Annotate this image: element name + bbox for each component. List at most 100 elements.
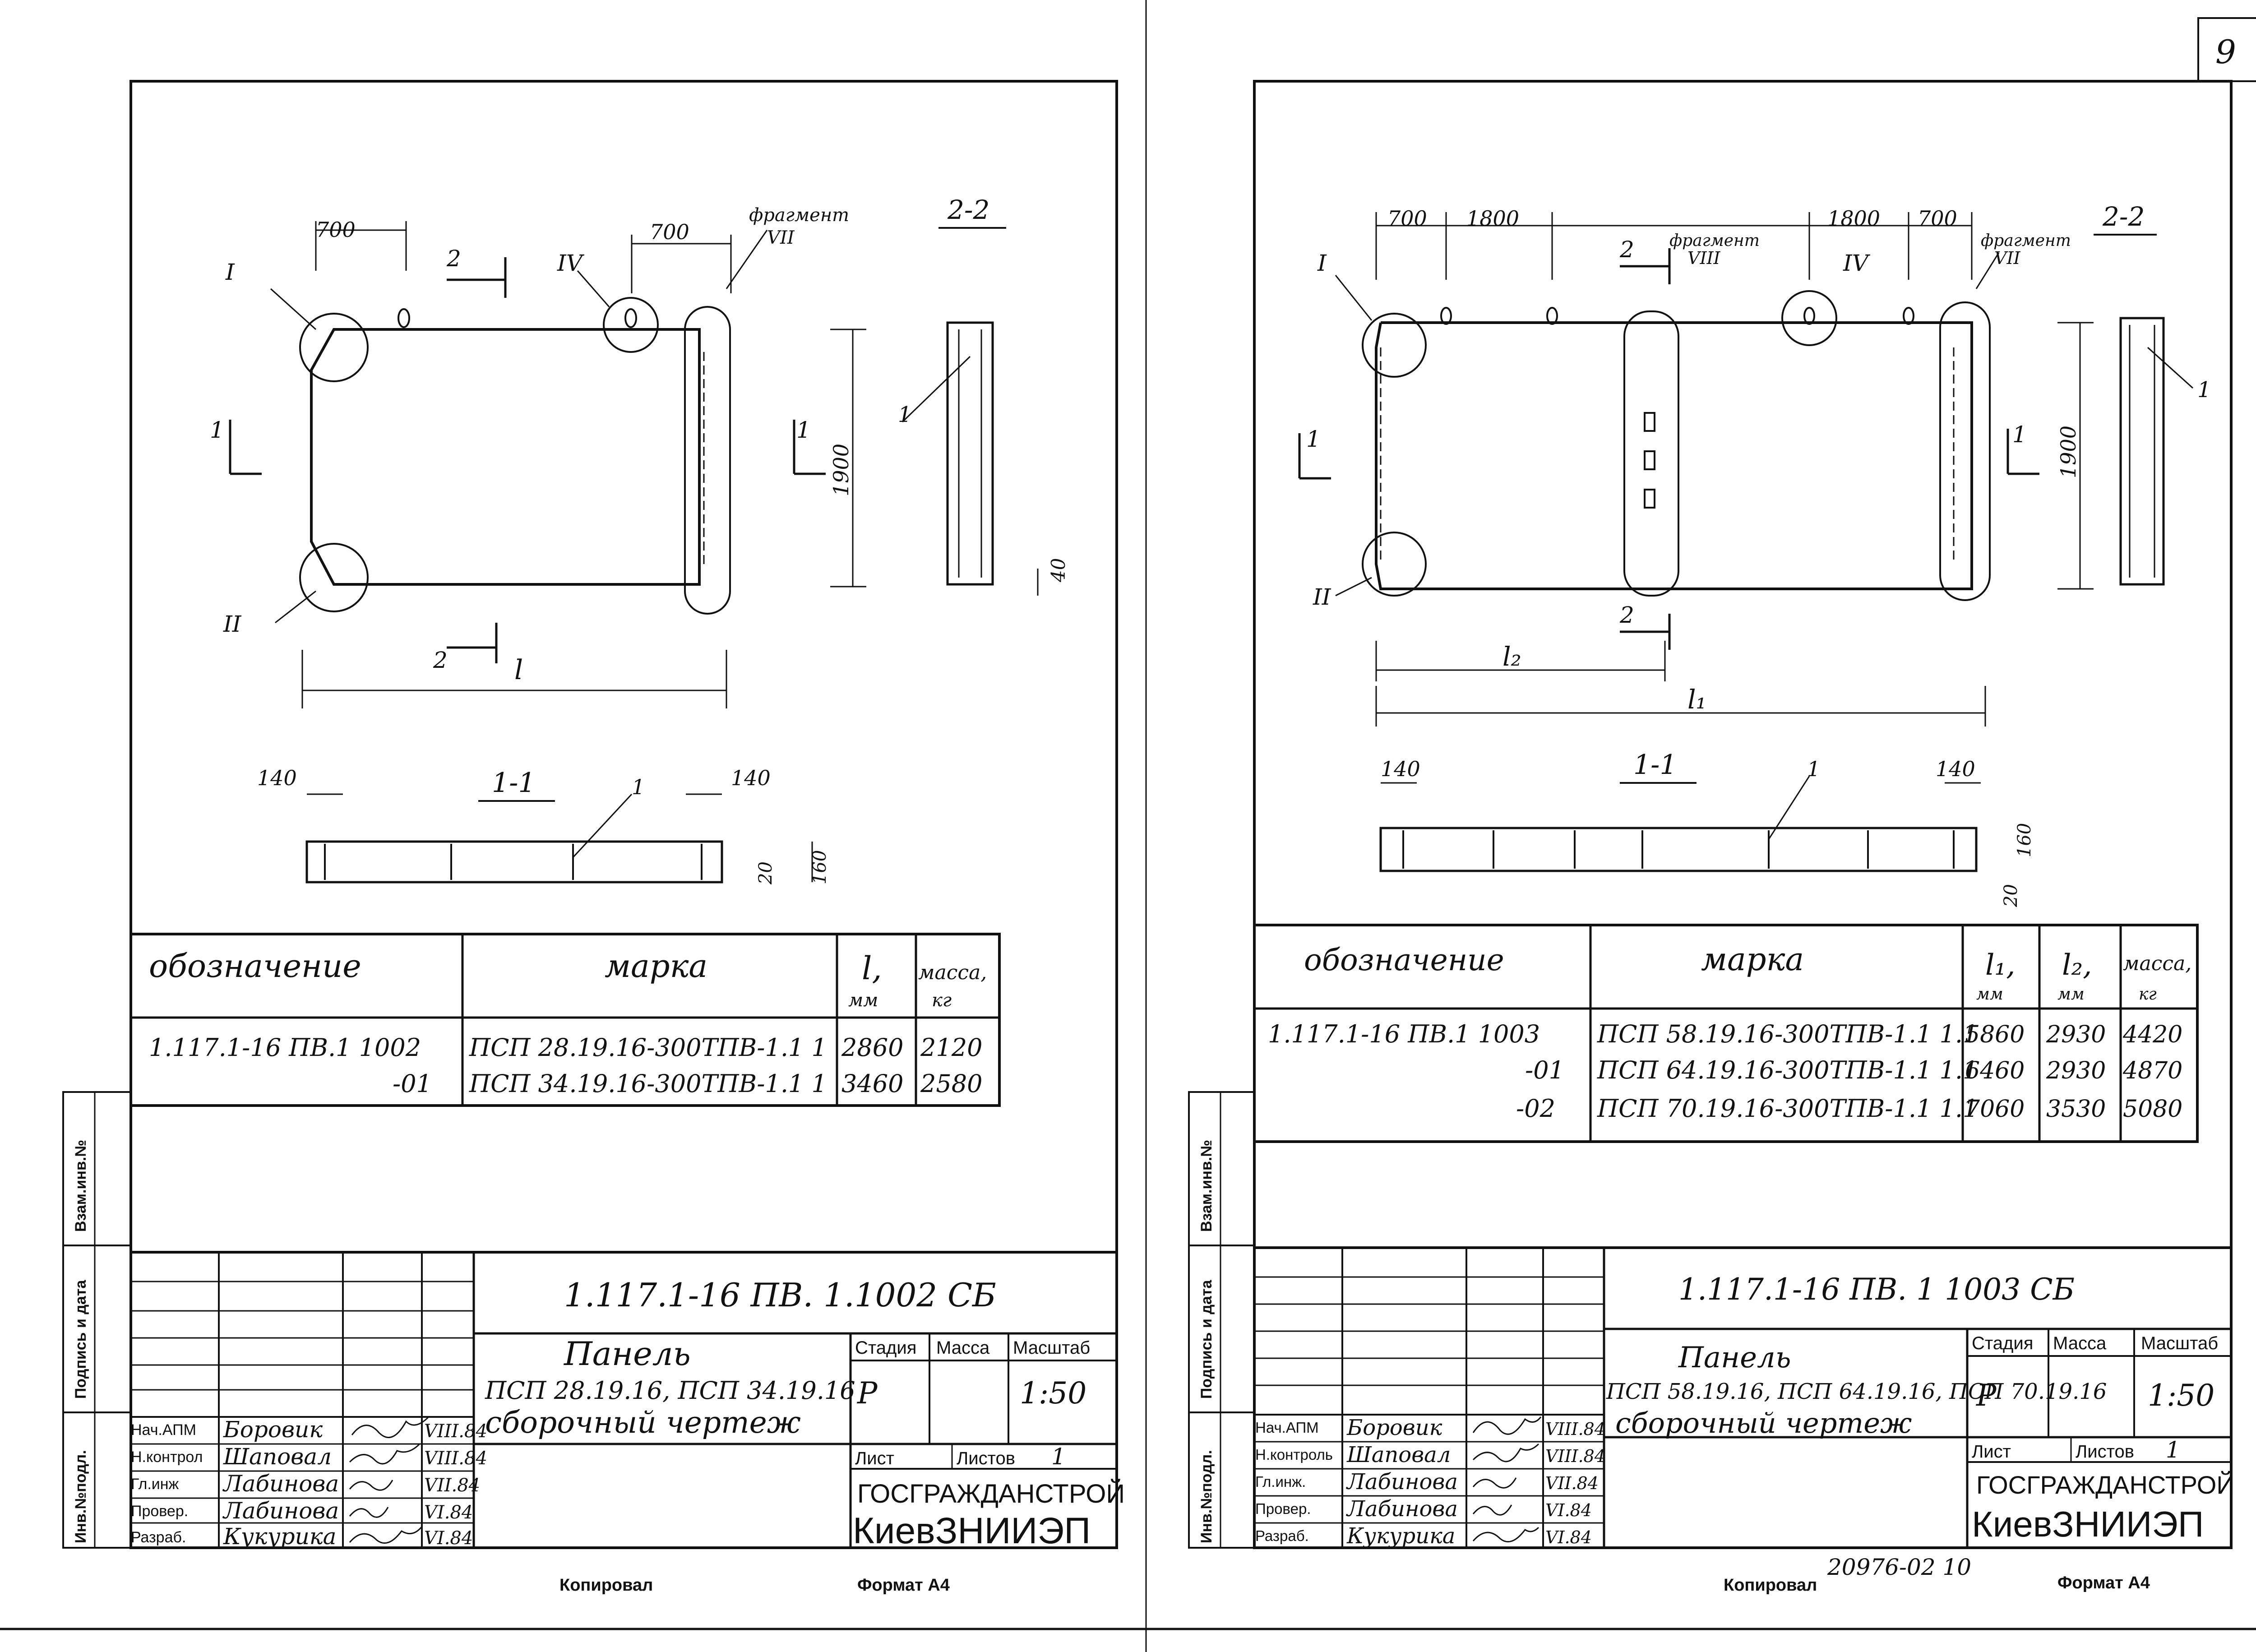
r-section-1-1-title: 1-1 [1633, 749, 1677, 781]
left-signature-4 [349, 1507, 389, 1518]
fragment-oval-VII [1939, 301, 1991, 601]
left-row2-oboz: -01 [393, 1069, 432, 1098]
left-row1-l: 2860 [841, 1033, 903, 1062]
dim-700-a: 700 [316, 217, 356, 242]
r-dim-20: 20 [2001, 884, 2021, 907]
callout-circle-IV [603, 297, 659, 353]
callout-II-label: II [223, 611, 242, 637]
fragment-oval-VIII [1623, 310, 1679, 597]
left-name-3: Лабинова [222, 1471, 339, 1497]
right-role-5: Разраб. [1255, 1527, 1309, 1544]
left-subtitle2: сборочный чертеж [485, 1405, 801, 1440]
left-row2-marka: ПСП 34.19.16-300ТПВ-1.1 1 [469, 1069, 827, 1098]
right-role-3: Гл.инж. [1255, 1473, 1306, 1490]
left-col-header-marka: марка [605, 948, 707, 985]
right-row3-oboz: -02 [1516, 1094, 1555, 1123]
right-side-label-3: Инв.№подл. [1198, 1450, 1215, 1543]
left-footer-kopiroval: Копировал [559, 1576, 653, 1595]
left-date-4: VI.84 [424, 1502, 473, 1523]
dim-1900: 1900 [829, 444, 853, 496]
left-side-label-2: Подпись и дата [72, 1279, 89, 1399]
r-section-2-top: 2 [1619, 236, 1634, 263]
left-name-2: Шаповал [223, 1444, 332, 1470]
left-frame [129, 80, 1118, 1549]
right-org-2: КиевЗНИИЭП [1972, 1504, 2204, 1544]
right-row1-l2: 2930 [2046, 1021, 2106, 1048]
right-date-2: VIII.84 [1545, 1446, 1605, 1466]
dim-700-b: 700 [650, 220, 689, 244]
right-section-2-2: 2-2 1 [2094, 201, 2211, 586]
left-label-massa: Масса [936, 1338, 990, 1358]
right-document-code: 1.117.1-16 ПВ. 1 1003 СБ [1678, 1272, 2075, 1307]
left-label-listov: Листов [957, 1448, 1015, 1468]
right-footer-format: Формат А4 [2057, 1573, 2150, 1592]
callout-circle-II [299, 543, 369, 612]
r-dim-l2: l₂ [1502, 641, 1521, 672]
left-date-1: VIII.84 [424, 1421, 487, 1442]
r-dim-700-a: 700 [1387, 206, 1427, 231]
left-label-list: Лист [855, 1448, 894, 1468]
section-1-left: 1 [210, 417, 224, 443]
r-dim-1800-a: 1800 [1466, 206, 1519, 231]
left-col-header-l: l, [862, 950, 882, 987]
page-number: 9 [2215, 33, 2236, 71]
right-callout-circle-I [1362, 313, 1427, 378]
left-title-block: 1.117.1-16 ПВ. 1.1002 СБ Панель ПСП 28.1… [129, 1251, 1125, 1551]
left-role-5: Разраб. [131, 1529, 186, 1546]
right-plan-view: 700 1800 1800 700 1900 l₂ l₁ фрагмент VI… [1298, 206, 2094, 727]
right-spec-table: обозначение марка l₁, мм l₂, мм масса, к… [1253, 924, 2199, 1143]
r-fragment-vii-label: фрагмент [1981, 231, 2071, 250]
r-dim-l1: l₁ [1687, 684, 1706, 715]
right-row1-l1: 5860 [1965, 1021, 2025, 1048]
fragment-label: фрагмент [749, 205, 849, 226]
right-col-header-massa-unit: кг [2139, 985, 2157, 1004]
right-signature-5 [1472, 1527, 1539, 1543]
r-fragment-viii-label: фрагмент [1669, 231, 1760, 250]
section-2-top: 2 [446, 245, 461, 272]
right-col-header-marka: марка [1701, 941, 1804, 978]
right-row2-l1: 6460 [1965, 1057, 2025, 1084]
left-row1-massa: 2120 [920, 1033, 982, 1062]
right-subtitle: ПСП 58.19.16, ПСП 64.19.16, ПСП 70.19.16 [1606, 1379, 2107, 1404]
dim-140-left: 140 [257, 766, 297, 790]
left-row2-l: 3460 [841, 1069, 903, 1098]
r-callout-IV-label: IV [1843, 250, 1871, 276]
right-org-1: ГОСГРАЖДАНСТРОЙ [1976, 1471, 2235, 1499]
right-col-header-l2: l₂, [2062, 949, 2092, 982]
left-date-2: VIII.84 [424, 1448, 487, 1469]
right-col-header-l1: l₁, [1985, 949, 2015, 982]
r-dim-1900: 1900 [2056, 426, 2080, 478]
right-subtitle2: сборочный чертеж [1615, 1407, 1912, 1439]
r-dim-1800-b: 1800 [1827, 206, 1880, 231]
right-stage-value: Р [1976, 1378, 1997, 1413]
r-section-2-2-callout: 1 [2197, 377, 2211, 403]
right-signature-1 [1472, 1416, 1542, 1435]
left-row2-massa: 2580 [920, 1069, 982, 1098]
right-row3-l2: 3530 [2046, 1096, 2106, 1123]
left-sheets-count: 1 [1051, 1444, 1066, 1470]
left-signature-2 [349, 1443, 421, 1465]
right-row3-marka: ПСП 70.19.16-300ТПВ-1.1 1.1 [1597, 1094, 1978, 1123]
right-footer-kopiroval: Копировал [1724, 1576, 1817, 1595]
left-label-stadiya: Стадия [855, 1338, 916, 1358]
left-date-5: VI.84 [424, 1528, 473, 1549]
left-role-3: Гл.инж [131, 1476, 179, 1493]
left-stage-value: Р [857, 1376, 878, 1411]
right-footer-archive-number: 20976-02 10 [1827, 1554, 1971, 1580]
section-2-2-dim: 40 [1047, 558, 1069, 583]
right-side-label-2: Подпись и дата [1198, 1279, 1215, 1399]
left-name-1: Боровик [223, 1416, 323, 1443]
right-name-1: Боровик [1346, 1415, 1442, 1440]
right-title-block: 1.117.1-16 ПВ. 1 1003 СБ Панель ПСП 58.1… [1253, 1246, 2235, 1549]
right-row3-massa: 5080 [2123, 1096, 2182, 1123]
right-label-listov: Листов [2076, 1442, 2134, 1462]
left-section-2-2: 2-2 1 40 [898, 194, 1069, 596]
right-row1-oboz: 1.117.1-16 ПВ.1 1003 [1268, 1020, 1540, 1048]
r-fragment-viii-num: VIII [1687, 248, 1720, 268]
left-col-header-massa: масса, [918, 961, 987, 984]
left-document-code: 1.117.1-16 ПВ. 1.1002 СБ [564, 1276, 996, 1314]
r-fragment-vii-num: VII [1994, 248, 2020, 268]
r-dim-160: 160 [2014, 823, 2035, 857]
